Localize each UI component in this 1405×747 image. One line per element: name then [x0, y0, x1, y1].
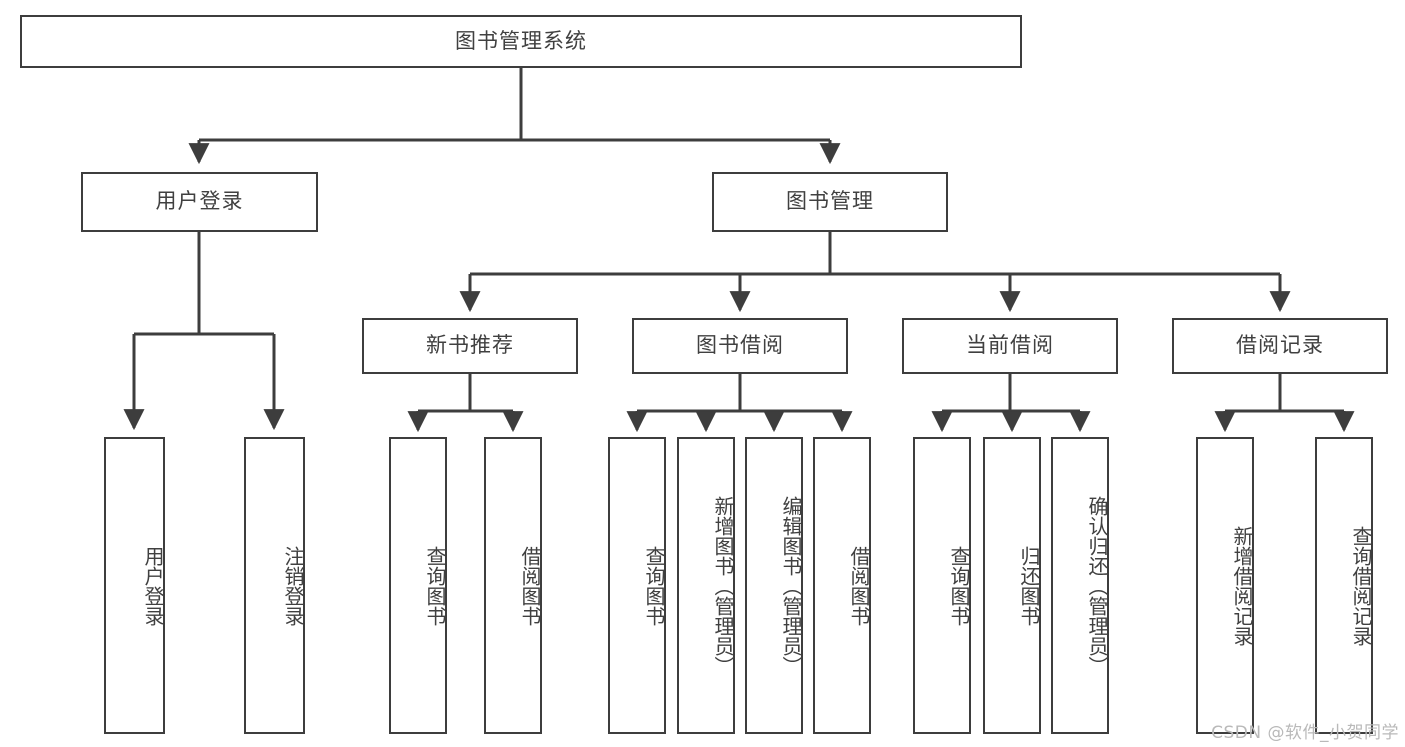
leaf-add-borrow-record[interactable]: 新增借阅记录 [1196, 437, 1254, 734]
node-user-login[interactable]: 用户登录 [81, 172, 318, 232]
leaf-add-borrow-record-label: 新增借阅记录 [1230, 525, 1254, 646]
leaf-edit-book-admin-label: 编辑图书（管理员） [779, 495, 803, 676]
leaf-query-borrow-record[interactable]: 查询借阅记录 [1315, 437, 1373, 734]
node-current-borrow[interactable]: 当前借阅 [902, 318, 1118, 374]
leaf-query-book-recommend[interactable]: 查询图书 [389, 437, 447, 734]
node-borrow-record[interactable]: 借阅记录 [1172, 318, 1388, 374]
leaf-user-logout[interactable]: 注销登录 [244, 437, 305, 734]
leaf-return-book-label: 归还图书 [1017, 545, 1041, 626]
csdn-watermark: CSDN @软件_小贺同学 [1211, 723, 1399, 743]
leaf-query-book-recommend-label: 查询图书 [423, 545, 447, 626]
leaf-add-book-admin[interactable]: 新增图书（管理员） [677, 437, 735, 734]
leaf-query-book-borrow[interactable]: 查询图书 [608, 437, 666, 734]
node-book-manage[interactable]: 图书管理 [712, 172, 948, 232]
leaf-user-login[interactable]: 用户登录 [104, 437, 165, 734]
node-book-borrow[interactable]: 图书借阅 [632, 318, 848, 374]
node-new-book-recommend-label: 新书推荐 [426, 333, 514, 358]
leaf-user-login-label: 用户登录 [141, 545, 165, 626]
leaf-query-book-borrow-label: 查询图书 [642, 545, 666, 626]
leaf-edit-book-admin[interactable]: 编辑图书（管理员） [745, 437, 803, 734]
node-book-borrow-label: 图书借阅 [696, 333, 784, 358]
node-book-manage-label: 图书管理 [786, 189, 874, 214]
leaf-borrow-book-label: 借阅图书 [847, 545, 871, 626]
leaf-return-book[interactable]: 归还图书 [983, 437, 1041, 734]
leaf-query-book-current-label: 查询图书 [947, 545, 971, 626]
leaf-query-borrow-record-label: 查询借阅记录 [1349, 525, 1373, 646]
node-root-label: 图书管理系统 [455, 28, 587, 53]
leaf-confirm-return-admin[interactable]: 确认归还（管理员） [1051, 437, 1109, 734]
leaf-confirm-return-admin-label: 确认归还（管理员） [1085, 495, 1109, 676]
node-user-login-label: 用户登录 [155, 189, 244, 214]
leaf-query-book-current[interactable]: 查询图书 [913, 437, 971, 734]
node-borrow-record-label: 借阅记录 [1236, 333, 1324, 358]
leaf-borrow-book-recommend-label: 借阅图书 [518, 545, 542, 626]
node-root[interactable]: 图书管理系统 [20, 15, 1022, 68]
leaf-borrow-book-recommend[interactable]: 借阅图书 [484, 437, 542, 734]
leaf-add-book-admin-label: 新增图书（管理员） [711, 495, 735, 676]
node-current-borrow-label: 当前借阅 [966, 333, 1054, 358]
leaf-user-logout-label: 注销登录 [281, 545, 305, 626]
node-new-book-recommend[interactable]: 新书推荐 [362, 318, 578, 374]
leaf-borrow-book[interactable]: 借阅图书 [813, 437, 871, 734]
